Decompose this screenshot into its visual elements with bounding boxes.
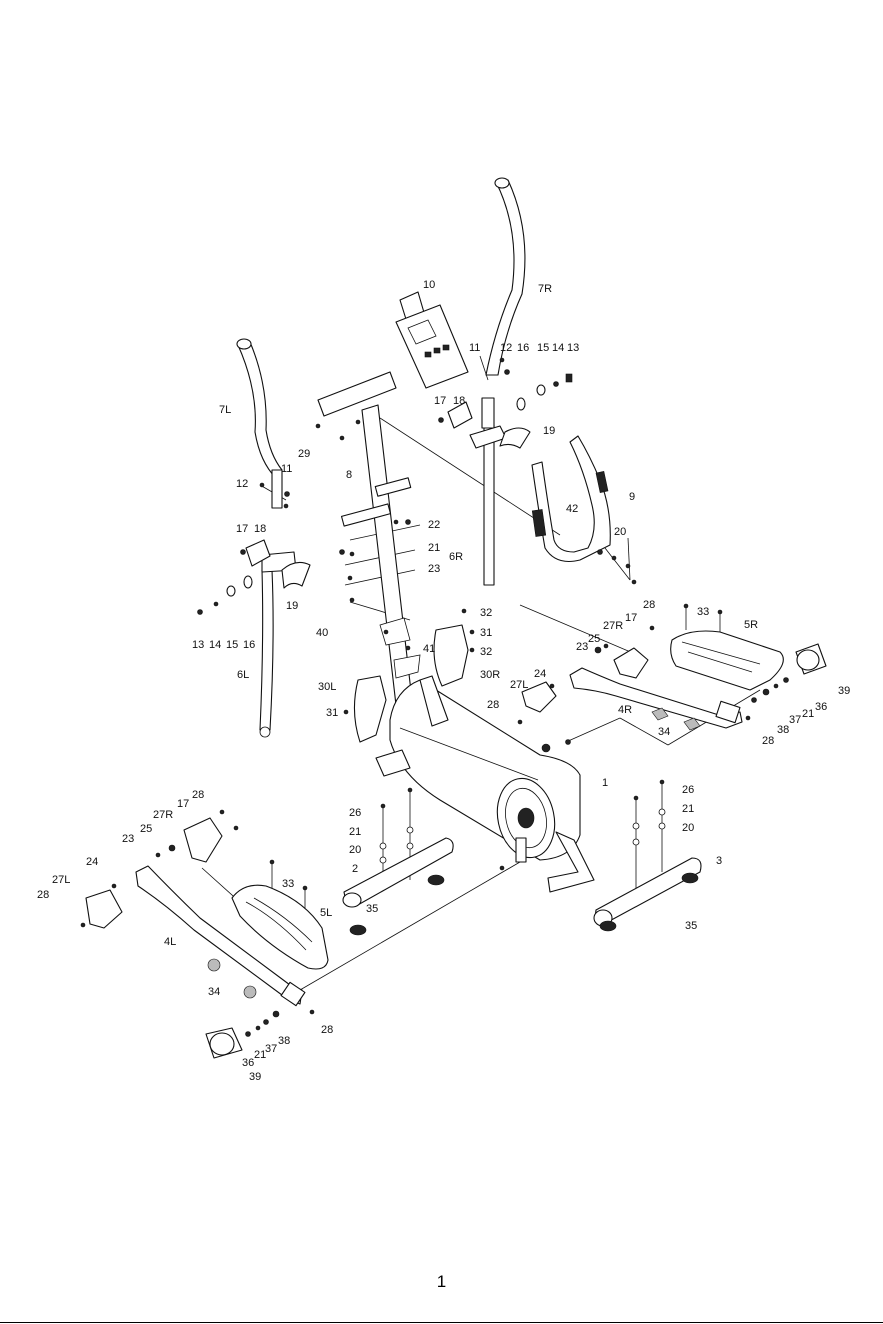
console-part-10 — [396, 292, 468, 388]
part-label: 14 — [552, 342, 564, 354]
part-label: 25 — [140, 823, 152, 835]
part-label: 32 — [480, 646, 492, 658]
part-label: 12 — [236, 478, 248, 490]
part-label: 21 — [682, 803, 694, 815]
part-label: 6L — [237, 669, 249, 681]
part-label: 14 — [209, 639, 221, 651]
part-label: 36 — [815, 701, 827, 713]
part-label: 3 — [716, 855, 722, 867]
part-label: 6R — [449, 551, 463, 563]
part-label: 13 — [567, 342, 579, 354]
part-label: 18 — [254, 523, 266, 535]
page-number: 1 — [0, 1272, 883, 1292]
part-label: 16 — [517, 342, 529, 354]
part-label: 38 — [278, 1035, 290, 1047]
part-label: 21 — [254, 1049, 266, 1061]
part-label: 2 — [352, 863, 358, 875]
part-label: 27L — [52, 874, 70, 886]
pedal-part-5R — [671, 631, 826, 690]
part-label: 23 — [576, 641, 588, 653]
part-label: 4R — [618, 704, 632, 716]
part-label: 37 — [265, 1043, 277, 1055]
part-label: 20 — [614, 526, 626, 538]
part-label: 34 — [658, 726, 670, 738]
part-label: 28 — [643, 599, 655, 611]
part-label: 1 — [602, 777, 608, 789]
handlebar-part-9 — [532, 436, 610, 562]
part-label: 27L — [510, 679, 528, 691]
part-label: 24 — [534, 668, 546, 680]
part-label: 19 — [543, 425, 555, 437]
part-label: 29 — [298, 448, 310, 460]
part-label: 34 — [208, 986, 220, 998]
part-label: 16 — [243, 639, 255, 651]
part-label: 35 — [685, 920, 697, 932]
part-label: 37 — [789, 714, 801, 726]
part-label: 40 — [316, 627, 328, 639]
part-label: 5R — [744, 619, 758, 631]
part-label: 28 — [762, 735, 774, 747]
part-label: 28 — [321, 1024, 333, 1036]
part-label: 27R — [153, 809, 173, 821]
part-label: 31 — [480, 627, 492, 639]
part-label: 23 — [122, 833, 134, 845]
part-label: 28 — [37, 889, 49, 901]
part-label: 36 — [242, 1057, 254, 1069]
shroud-part-30R — [434, 625, 468, 686]
part-label: 41 — [423, 643, 435, 655]
part-label: 21 — [802, 708, 814, 720]
mast-part-8 — [318, 372, 420, 705]
part-label: 23 — [428, 563, 440, 575]
part-label: 17 — [236, 523, 248, 535]
part-label: 30L — [318, 681, 336, 693]
part-label: 27R — [603, 620, 623, 632]
part-label: 32 — [480, 607, 492, 619]
part-label: 21 — [428, 542, 440, 554]
part-label: 28 — [487, 699, 499, 711]
part-label: 5L — [320, 907, 332, 919]
part-label: 39 — [838, 685, 850, 697]
part-label: 22 — [428, 519, 440, 531]
part-label: 7R — [538, 283, 552, 295]
footer-rule — [0, 1322, 883, 1323]
part-label: 25 — [588, 633, 600, 645]
part-label: 39 — [249, 1071, 261, 1083]
shroud-part-30L — [354, 676, 386, 742]
part-label: 9 — [629, 491, 635, 503]
part-label: 35 — [366, 903, 378, 915]
part-label: 26 — [682, 784, 694, 796]
part-label: 8 — [346, 469, 352, 481]
part-label: 20 — [349, 844, 361, 856]
part-label: 19 — [286, 600, 298, 612]
part-label: 11 — [281, 463, 292, 475]
part-label: 17 — [625, 612, 637, 624]
upper-arm-part-6L — [260, 552, 310, 737]
upper-arm-part-6R — [470, 398, 530, 585]
part-label: 15 — [226, 639, 238, 651]
part-label: 30R — [480, 669, 500, 681]
part-label: 24 — [86, 856, 98, 868]
part-label: 12 — [500, 342, 512, 354]
part-label: 10 — [423, 279, 435, 291]
part-label: 28 — [192, 789, 204, 801]
part-label: 31 — [326, 707, 338, 719]
part-label: 26 — [349, 807, 361, 819]
part-label: 7L — [219, 404, 231, 416]
part-label: 42 — [566, 503, 578, 515]
part-label: 11 — [469, 342, 480, 354]
part-label: 33 — [697, 606, 709, 618]
part-label: 17 — [177, 798, 189, 810]
part-label: 20 — [682, 822, 694, 834]
part-label: 4L — [164, 936, 176, 948]
part-label: 18 — [453, 395, 465, 407]
part-label: 17 — [434, 395, 446, 407]
part-label: 15 — [537, 342, 549, 354]
part-label: 33 — [282, 878, 294, 890]
part-label: 13 — [192, 639, 204, 651]
part-label: 21 — [349, 826, 361, 838]
part-label: 38 — [777, 724, 789, 736]
